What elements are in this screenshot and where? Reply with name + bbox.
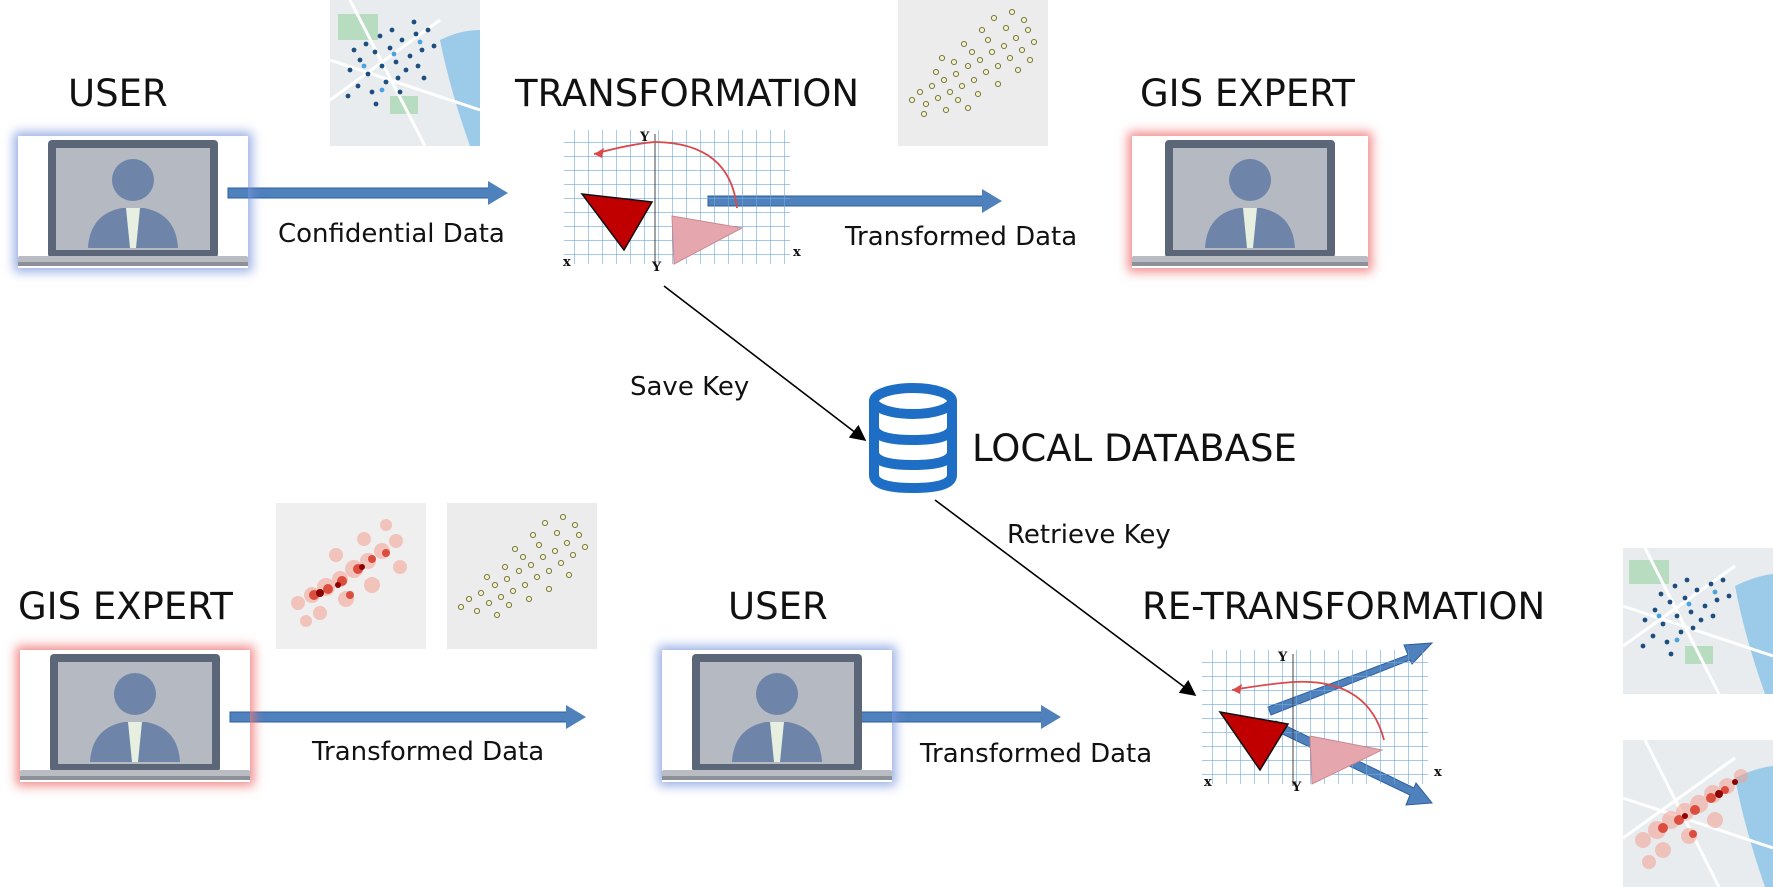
local-database-title: LOCAL DATABASE: [972, 427, 1297, 470]
top-user-title: USER: [68, 72, 168, 115]
bottom-user-title: USER: [728, 585, 828, 628]
transformation-axis-x-right: x: [793, 245, 801, 260]
transformation-grid: [560, 128, 800, 276]
bottom-user-laptop: [662, 650, 892, 782]
arrow-user-to-transformation: [227, 181, 508, 205]
save-key-arrow: [663, 285, 867, 441]
expert-transformed-points-thumbnail: [447, 503, 597, 649]
expert-laptop-icon: [1132, 140, 1368, 266]
user-laptop-icon: [18, 140, 248, 266]
bottom-transformed-data-label-1: Transformed Data: [312, 737, 545, 767]
arrow-expert-to-user: [229, 705, 586, 729]
retransformed-points-map-thumbnail: [1623, 548, 1773, 694]
transformation-title: TRANSFORMATION: [515, 72, 860, 115]
save-key-label: Save Key: [630, 372, 750, 402]
expert-laptop-icon: [20, 654, 250, 780]
retrieve-key-label: Retrieve Key: [1007, 520, 1171, 550]
bottom-gis-expert-title: GIS EXPERT: [18, 585, 233, 628]
retransformation-grid: [1198, 648, 1438, 796]
confidential-data-label: Confidential Data: [278, 219, 505, 249]
retransformation-axis-y-top: Y: [1278, 650, 1288, 665]
bottom-transformed-data-label-2: Transformed Data: [920, 739, 1153, 769]
top-transformed-data-label: Transformed Data: [845, 222, 1078, 252]
retransformation-axis-y-bottom: Y: [1292, 780, 1302, 795]
transformed-points-thumbnail: [898, 0, 1048, 146]
top-user-laptop: [18, 136, 248, 268]
retransformed-heatmap-thumbnail: [1623, 740, 1773, 887]
retransformation-title: RE-TRANSFORMATION: [1142, 585, 1546, 628]
transformation-axis-x-left: x: [563, 255, 571, 270]
user-laptop-icon: [662, 654, 892, 780]
top-gis-expert-laptop: [1132, 136, 1368, 268]
expert-heatmap-thumbnail: [276, 503, 426, 649]
confidential-points-map-thumbnail: [330, 0, 480, 146]
retransformation-axis-x-left: x: [1204, 775, 1212, 790]
transformation-axis-y-bottom: Y: [652, 260, 662, 275]
retrieve-key-arrow: [934, 499, 1197, 696]
transformation-axis-y-top: Y: [640, 130, 650, 145]
retransformation-axis-x-right: x: [1434, 765, 1442, 780]
top-gis-expert-title: GIS EXPERT: [1140, 72, 1355, 115]
database-icon: [864, 382, 964, 496]
bottom-gis-expert-laptop: [20, 650, 250, 782]
